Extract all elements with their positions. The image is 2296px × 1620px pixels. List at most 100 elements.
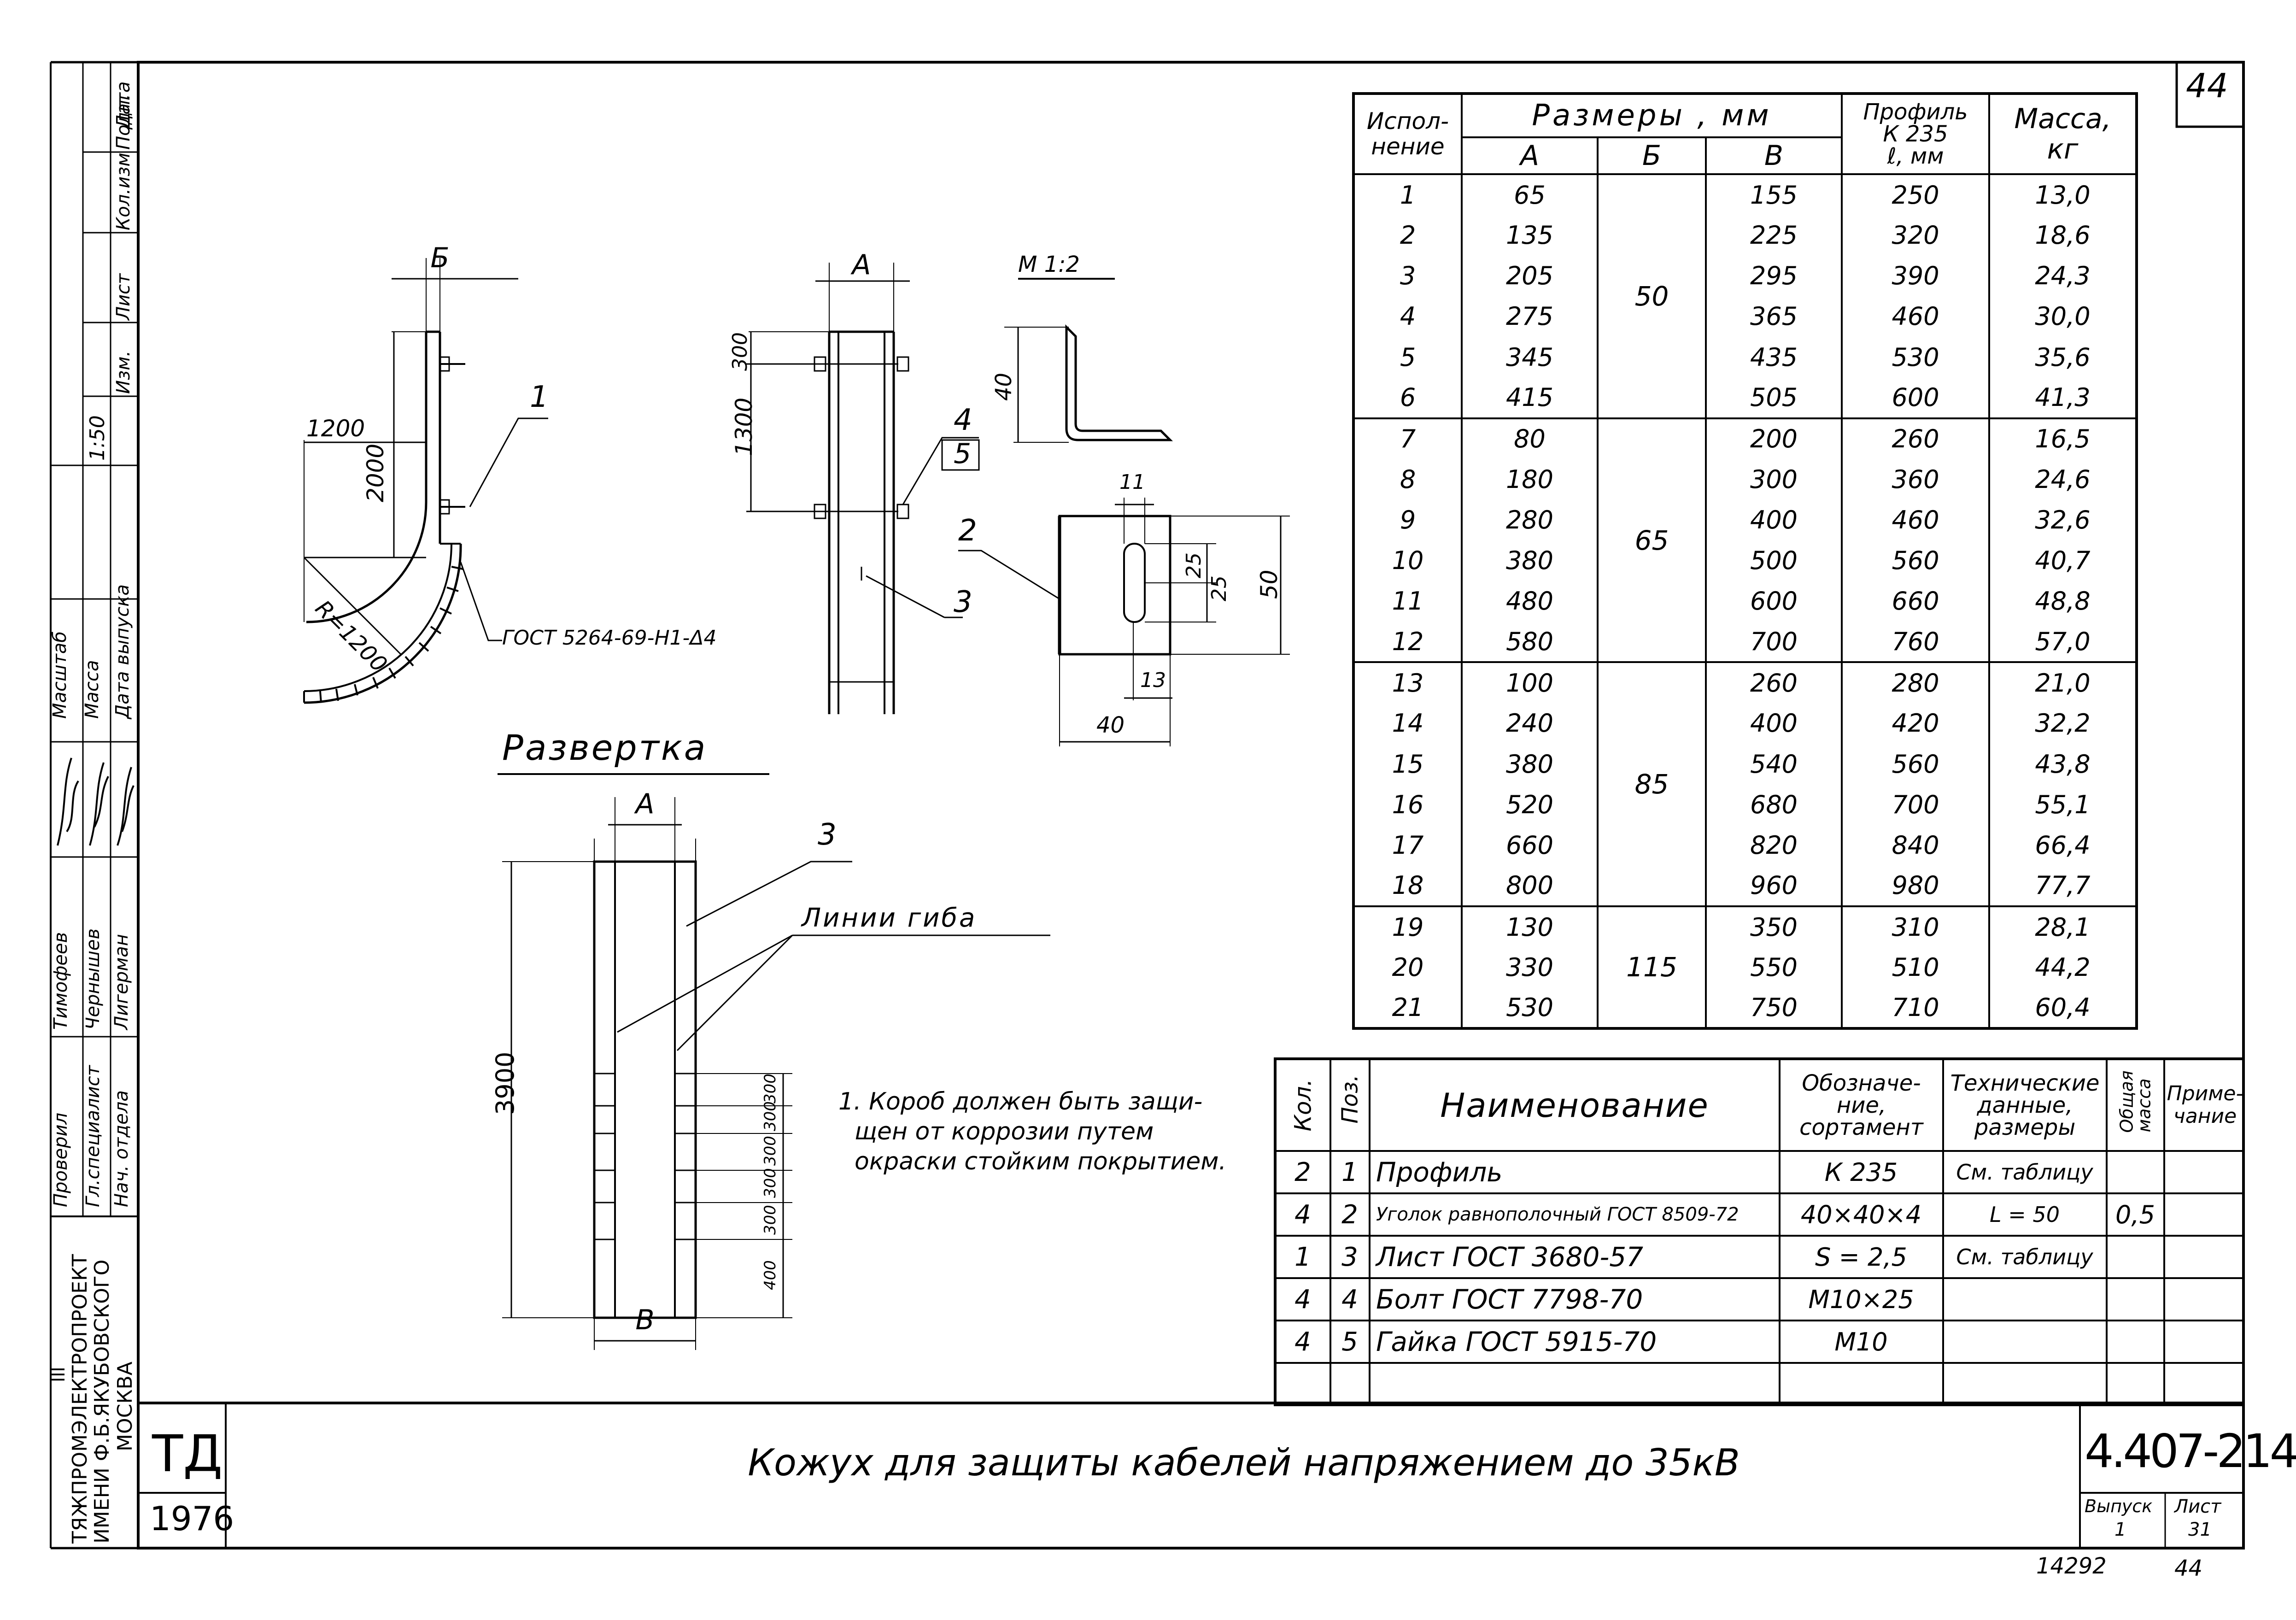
note-line-1: 1. Короб должен быть защи- [838, 1088, 1203, 1115]
spec-table: Кол. Поз. Наименование Обозначе- ние, со… [1274, 1057, 2245, 1406]
spec-cell [1330, 1362, 1371, 1406]
size-cell: 135 [1461, 215, 1599, 256]
size-cell: 460 [1841, 499, 1991, 540]
size-cell: 560 [1841, 540, 1991, 581]
size-cell: 57,0 [1988, 622, 2138, 663]
spec-cell [1274, 1362, 1331, 1406]
spec-cell: L = 50 [1942, 1192, 2108, 1237]
size-cell: 65 [1461, 174, 1599, 215]
size-cell: 43,8 [1988, 743, 2138, 785]
spec-mass-header: Общая масса [2106, 1058, 2165, 1152]
size-cell: 580 [1461, 622, 1599, 663]
size-cell: 260 [1704, 662, 1843, 703]
size-cell: 390 [1841, 255, 1991, 296]
size-cell: 28,1 [1988, 906, 2138, 947]
spec-cell [1942, 1362, 2108, 1406]
size-cell: 44,2 [1988, 947, 2138, 988]
spec-cell [2106, 1362, 2165, 1406]
spec-poz-header: Поз. [1330, 1058, 1371, 1152]
spec-cell [1942, 1320, 2108, 1364]
spec-cell: 1 [1274, 1235, 1331, 1279]
size-cell: 18,6 [1988, 215, 2138, 256]
spec-cell: М10 [1779, 1320, 1944, 1364]
spec-cell [2163, 1320, 2245, 1364]
small-dim-300e: 300 [761, 1074, 779, 1103]
weld-note: ГОСТ 5264-69-Н1-Δ4 [502, 626, 717, 650]
size-cell: 380 [1461, 540, 1599, 581]
col-b-header: Б [1597, 136, 1707, 175]
tech-h1: Технические [1950, 1070, 2100, 1096]
spec-mass-text: Общая масса [2117, 1070, 2155, 1133]
size-b-group: 50 [1597, 173, 1707, 419]
size-cell: 80 [1461, 418, 1599, 459]
spec-cell: 2 [1330, 1192, 1371, 1237]
sheet-label: Лист [2174, 1496, 2221, 1517]
size-cell: 55,1 [1988, 784, 2138, 825]
size-cell: 700 [1841, 784, 1991, 825]
size-cell: 7 [1353, 418, 1463, 459]
size-cell: 9 [1353, 499, 1463, 540]
size-cell: 750 [1704, 987, 1843, 1028]
size-cell: 48,8 [1988, 581, 2138, 622]
spec-cell: М10×25 [1779, 1277, 1944, 1321]
size-cell: 4 [1353, 296, 1463, 337]
size-cell: 760 [1841, 622, 1991, 663]
role-head: Нач. отдела [111, 1090, 132, 1207]
size-cell: 700 [1704, 622, 1843, 663]
size-cell: 560 [1841, 743, 1991, 785]
sheet-value: 31 [2188, 1519, 2212, 1540]
dim-11: 11 [1119, 470, 1145, 494]
dim-2000: 2000 [362, 443, 389, 502]
size-cell: 18 [1353, 865, 1463, 908]
profile-header-1: Профиль [1863, 99, 1968, 125]
scale-label: Масштаб [49, 631, 70, 719]
prim-h1: Приме- [2167, 1082, 2243, 1106]
org-prefix: III [48, 1367, 69, 1382]
size-cell: 280 [1461, 499, 1599, 540]
size-b-group: 65 [1597, 417, 1707, 663]
year: 1976 [150, 1499, 234, 1538]
size-cell: 16 [1353, 784, 1463, 825]
spec-oboz-header: Обозначе- ние, сортамент [1779, 1058, 1944, 1152]
issue-date-label: Дата выпуска [112, 584, 133, 719]
profile-header-2: К 235 [1883, 121, 1948, 147]
size-cell: 205 [1461, 255, 1599, 296]
page-number: 44 [2186, 66, 2228, 105]
bottom-page-number: 44 [2174, 1555, 2203, 1581]
name-timofeev: Тимофеев [50, 932, 71, 1030]
spec-cell: Гайка ГОСТ 5915-70 [1369, 1320, 1781, 1364]
size-cell: 13 [1353, 662, 1463, 703]
mass-h2: масса [2134, 1078, 2155, 1133]
callout-3: 3 [954, 585, 972, 619]
size-cell: 820 [1704, 825, 1843, 866]
size-cell: 260 [1841, 418, 1991, 459]
spec-cell [2106, 1235, 2165, 1279]
size-cell: 520 [1461, 784, 1599, 825]
spec-cell [2163, 1150, 2245, 1194]
small-dim-300a: 300 [761, 1205, 779, 1235]
size-cell: 24,6 [1988, 458, 2138, 500]
spec-cell: 4 [1274, 1320, 1331, 1364]
col-exec-header: Испол- нение [1353, 93, 1463, 175]
dev-callout-3: 3 [818, 818, 837, 852]
spec-cell: 5 [1330, 1320, 1371, 1364]
left-stamp-kolizm: Кол.изм [113, 153, 134, 230]
spec-cell: Лист ГОСТ 3680-57 [1369, 1235, 1781, 1279]
dim-300: 300 [728, 332, 752, 371]
spec-cell: 1 [1330, 1150, 1371, 1194]
spec-cell [2163, 1192, 2245, 1237]
spec-cell: S = 2,5 [1779, 1235, 1944, 1279]
size-table: Испол- нение Размеры , мм Профиль К 235 … [1352, 92, 2138, 1030]
size-cell: 2 [1353, 215, 1463, 256]
